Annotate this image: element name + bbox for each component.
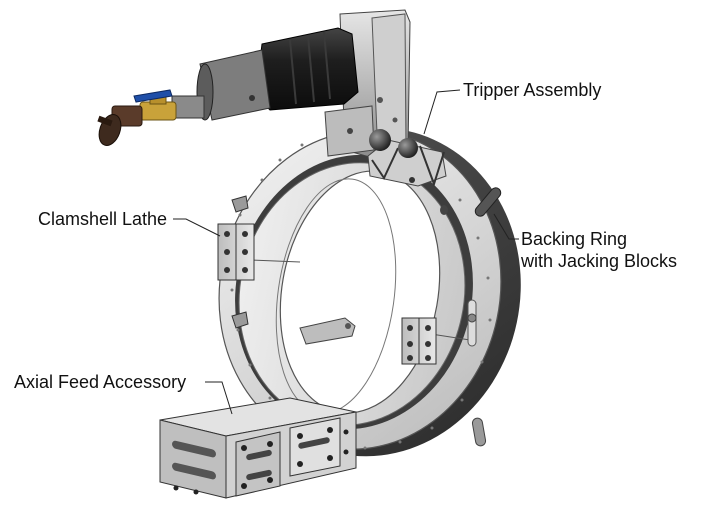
tripper-leader — [423, 89, 461, 135]
clamshell-lathe-label: Clamshell Lathe — [38, 209, 168, 229]
tool-block-right — [401, 317, 437, 365]
drive-motor — [97, 9, 411, 161]
jacking-handle — [471, 187, 502, 447]
backing-ring-label-line1: Backing Ring — [521, 229, 628, 249]
axial-feed-accessory — [159, 397, 357, 499]
backing-leader — [493, 213, 519, 240]
callout-leaders — [173, 89, 519, 415]
axial-leader — [205, 381, 233, 415]
backing-ring-label: Backing Ring with Jacking Blocks — [521, 228, 677, 272]
tripper-assembly — [367, 129, 447, 188]
tool-block-left — [217, 195, 255, 329]
tripper-assembly-label: Tripper Assembly — [463, 80, 602, 100]
axial-feed-accessory-label: Axial Feed Accessory — [14, 372, 187, 392]
backing-ring-label-line2: with Jacking Blocks — [521, 251, 678, 271]
clamshell-leader — [173, 218, 221, 237]
